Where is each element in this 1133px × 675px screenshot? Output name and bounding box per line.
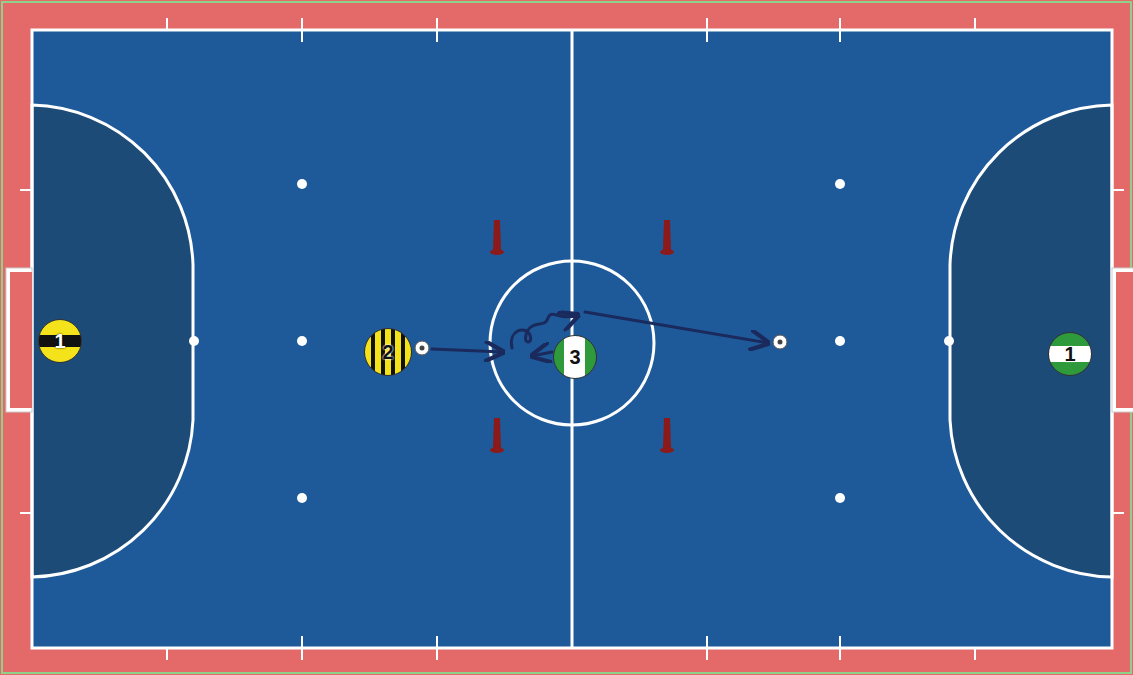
- goal: [10, 272, 32, 408]
- player-number: 2: [382, 342, 393, 362]
- goal: [1116, 272, 1133, 408]
- balls: [415, 335, 787, 355]
- player-token: 3: [553, 335, 597, 379]
- marking-spots: [189, 179, 954, 503]
- goal: [1112, 268, 1133, 412]
- player-number: 1: [54, 331, 65, 351]
- player-number: 1: [1064, 344, 1075, 364]
- goalkeeper-token: 1: [1048, 332, 1092, 376]
- player-token: 2: [364, 328, 412, 376]
- player-number: 3: [569, 347, 580, 367]
- substitution-ticks: [20, 18, 1124, 660]
- goalkeeper-token: 1: [38, 319, 82, 363]
- touch-line: [32, 30, 1112, 648]
- penalty-area: [32, 105, 193, 577]
- penalty-area: [950, 105, 1112, 577]
- center-circle: [490, 261, 654, 425]
- playing-area: [32, 30, 1112, 648]
- cones: [490, 220, 674, 453]
- movement-arrows: [432, 312, 768, 356]
- goal: [6, 268, 32, 412]
